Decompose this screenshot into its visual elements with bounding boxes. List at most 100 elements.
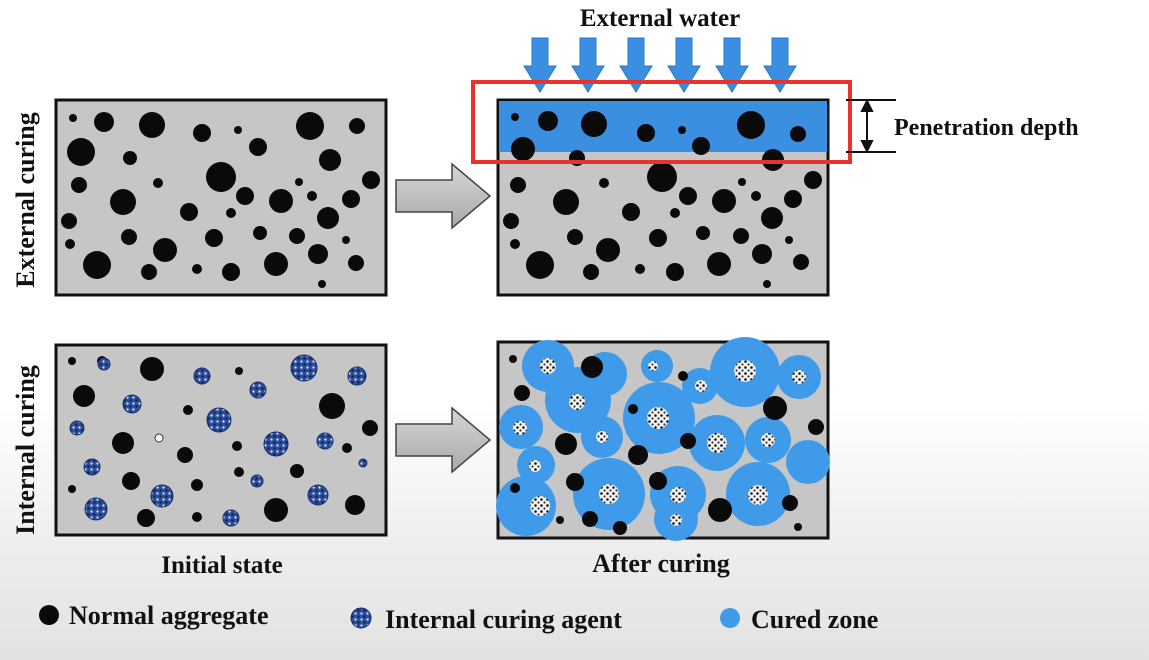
curing-agent-core bbox=[734, 360, 756, 382]
curing-agent-dot bbox=[122, 394, 142, 414]
curing-agent-dot bbox=[316, 432, 334, 450]
aggregate-dot bbox=[784, 190, 802, 208]
curing-agent-core bbox=[670, 487, 686, 503]
aggregate-dot bbox=[140, 357, 164, 381]
aggregate-dot bbox=[707, 252, 731, 276]
aggregate-dot bbox=[510, 483, 520, 493]
curing-agent-core bbox=[647, 407, 669, 429]
aggregate-dot bbox=[192, 512, 202, 522]
aggregate-dot bbox=[751, 191, 761, 201]
aggregate-dot bbox=[752, 244, 772, 264]
curing-agent-dot bbox=[193, 367, 211, 385]
curing-agent-dot bbox=[347, 366, 367, 386]
curing-agent-dot bbox=[263, 431, 289, 457]
aggregate-dot bbox=[566, 473, 584, 491]
aggregate-dot bbox=[205, 229, 223, 247]
curing-agent-core bbox=[540, 358, 556, 374]
curing-agent-dot bbox=[150, 484, 174, 508]
legend: Normal aggregate Internal curing agent C… bbox=[39, 601, 878, 634]
aggregate-dot bbox=[622, 203, 640, 221]
penetration-depth-marker bbox=[846, 98, 896, 154]
aggregate-dot bbox=[556, 516, 564, 524]
curing-agent-dot bbox=[250, 474, 264, 488]
aggregate-dot bbox=[153, 178, 163, 188]
aggregate-dot bbox=[68, 357, 76, 365]
aggregate-dot bbox=[65, 239, 75, 249]
aggregate-dot bbox=[733, 228, 749, 244]
aggregate-dot bbox=[308, 244, 328, 264]
aggregate-dot bbox=[738, 178, 746, 186]
aggregate-dot bbox=[318, 280, 326, 288]
aggregate-dot bbox=[649, 472, 667, 490]
aggregate-dot bbox=[679, 187, 697, 205]
cured-zone-icon bbox=[720, 608, 740, 628]
aggregate-dot bbox=[349, 118, 365, 134]
panel-internal-initial bbox=[54, 343, 388, 537]
aggregate-dot bbox=[296, 112, 324, 140]
aggregate-dot bbox=[637, 124, 655, 142]
aggregate-dot bbox=[153, 238, 177, 262]
legend-label-agent: Internal curing agent bbox=[385, 605, 622, 634]
aggregate-dot bbox=[628, 445, 648, 465]
water-arrows bbox=[523, 37, 797, 93]
aggregate-dot bbox=[613, 521, 627, 535]
aggregate-dot bbox=[348, 255, 364, 271]
aggregate-dot bbox=[635, 264, 645, 274]
aggregate-dot bbox=[192, 264, 202, 274]
curing-agent-core bbox=[529, 460, 541, 472]
aggregate-dot bbox=[342, 190, 360, 208]
curing-agent-core bbox=[761, 433, 775, 447]
aggregate-dot bbox=[121, 229, 137, 245]
cured-zone bbox=[786, 440, 830, 484]
curing-agent-dot bbox=[249, 381, 267, 399]
aggregate-dot bbox=[804, 171, 822, 189]
curing-agent-dot bbox=[290, 354, 318, 382]
curing-agent-core bbox=[648, 361, 658, 371]
aggregate-dot bbox=[342, 443, 352, 453]
legend-label-cured: Cured zone bbox=[751, 605, 878, 634]
aggregate-dot bbox=[583, 264, 599, 280]
penetration-highlight-box bbox=[471, 80, 852, 164]
aggregate-dot bbox=[628, 404, 638, 414]
aggregate-dot bbox=[139, 112, 165, 138]
aggregate-dot bbox=[362, 420, 378, 436]
aggregate-dot bbox=[794, 523, 802, 531]
aggregate-dot bbox=[123, 151, 137, 165]
curing-agent-dot bbox=[84, 497, 108, 521]
internal-after-particles bbox=[496, 337, 830, 541]
curing-agent-core bbox=[596, 431, 608, 443]
aggregate-dot bbox=[234, 126, 242, 134]
external-after-aggregates bbox=[503, 111, 822, 288]
curing-agent-dot bbox=[69, 420, 85, 436]
aggregate-dot bbox=[511, 113, 519, 121]
aggregate-dot bbox=[69, 114, 77, 122]
aggregate-dot bbox=[555, 433, 577, 455]
aggregate-dot bbox=[649, 229, 667, 247]
column-label-initial: Initial state bbox=[161, 552, 283, 579]
external-water-label: External water bbox=[580, 5, 740, 32]
curing-agent-core bbox=[707, 433, 727, 453]
water-arrow-icon bbox=[715, 37, 749, 93]
aggregate-dot bbox=[191, 479, 203, 491]
aggregate-dot bbox=[236, 187, 254, 205]
water-arrow-icon bbox=[619, 37, 653, 93]
aggregate-dot bbox=[790, 126, 806, 142]
aggregate-dot bbox=[232, 441, 242, 451]
aggregate-dot bbox=[235, 367, 243, 375]
aggregate-dot bbox=[289, 228, 305, 244]
aggregate-dot bbox=[71, 177, 87, 193]
aggregate-dot bbox=[68, 485, 76, 493]
aggregate-dot bbox=[737, 111, 765, 139]
curing-agent-dot bbox=[307, 484, 329, 506]
aggregate-dot bbox=[73, 385, 95, 407]
curing-agent-core bbox=[670, 514, 682, 526]
column-label-after: After curing bbox=[592, 549, 729, 578]
row-label-external: External curing bbox=[11, 112, 40, 288]
curing-agent-dot bbox=[206, 407, 232, 433]
aggregate-dot bbox=[269, 189, 293, 213]
aggregate-dot bbox=[234, 467, 244, 477]
aggregate-dot bbox=[226, 208, 236, 218]
aggregate-dot bbox=[553, 189, 579, 215]
normal-aggregate-icon bbox=[39, 605, 59, 625]
